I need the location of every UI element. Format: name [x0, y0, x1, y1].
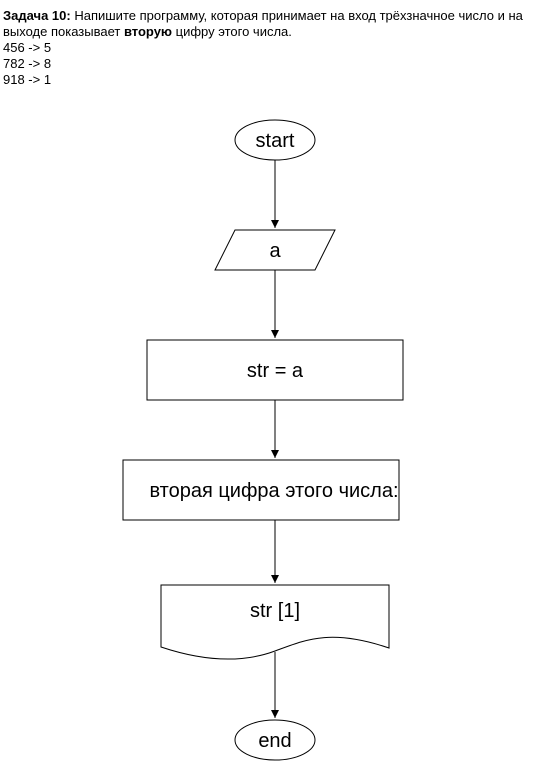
task-text-part1: Напишите программу, которая принимает на… — [3, 8, 523, 39]
end-label: end — [258, 730, 291, 752]
message-node: вторая цифра этого числа: — [122, 459, 400, 521]
start-label: start — [256, 130, 295, 152]
process-label: str = a — [247, 360, 304, 382]
message-label: вторая цифра этого числа: — [149, 480, 398, 502]
task-statement: Задача 10: Напишите программу, которая п… — [3, 8, 543, 40]
input-node: a — [214, 229, 336, 271]
example-1: 456 -> 5 — [3, 40, 52, 55]
output-label: str [1] — [250, 600, 300, 622]
task-label: Задача 10: — [3, 8, 71, 23]
task-text-part2: цифру этого числа. — [172, 24, 292, 39]
task-description: Задача 10: Напишите программу, которая п… — [3, 8, 543, 88]
example-2: 782 -> 8 — [3, 56, 52, 71]
process-node: str = a — [146, 339, 404, 401]
output-document-node: str [1] — [160, 584, 390, 660]
input-label: a — [269, 240, 281, 262]
task-bold-word: вторую — [123, 24, 173, 39]
start-node: start — [234, 119, 316, 161]
end-node: end — [234, 719, 316, 761]
example-3: 918 -> 1 — [3, 72, 52, 87]
